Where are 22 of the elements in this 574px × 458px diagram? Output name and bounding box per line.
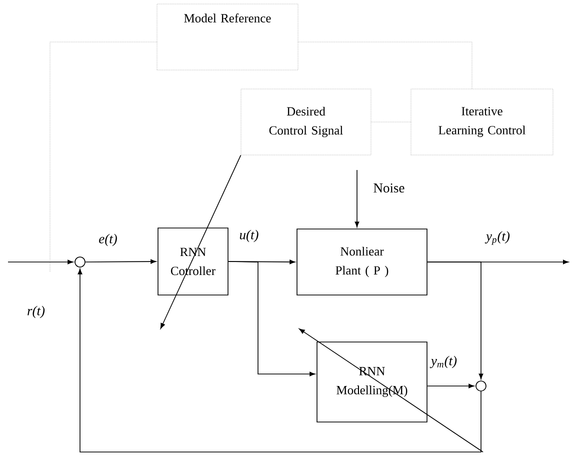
arrow bbox=[427, 384, 474, 388]
arrow bbox=[8, 260, 74, 264]
signal-label: e(t) bbox=[98, 232, 118, 248]
signal-label: u(t) bbox=[238, 228, 260, 244]
arrow bbox=[228, 261, 316, 376]
summing-junction bbox=[476, 380, 486, 392]
signal-label: y$_{p}$(t) bbox=[484, 230, 511, 246]
connector-line bbox=[50, 42, 157, 272]
model-reference-box: Model Reference bbox=[156, 4, 298, 70]
signal-label: y$_{m}$(t) bbox=[430, 354, 458, 370]
arrow bbox=[78, 268, 482, 452]
arrow bbox=[160, 154, 242, 329]
signal-label: r(t) bbox=[26, 304, 46, 320]
plant-box: Nonliear Plant ( P ) bbox=[296, 228, 428, 296]
arrow bbox=[354, 170, 360, 228]
edge-label: Noise bbox=[372, 182, 406, 194]
summing-junction bbox=[74, 256, 86, 268]
learning-control-box: Iterative Learning Control bbox=[410, 88, 554, 156]
connector-line bbox=[298, 42, 472, 89]
arrow bbox=[85, 259, 156, 264]
signal-box: Desired Control Signal bbox=[240, 88, 372, 156]
arrow bbox=[427, 262, 484, 380]
